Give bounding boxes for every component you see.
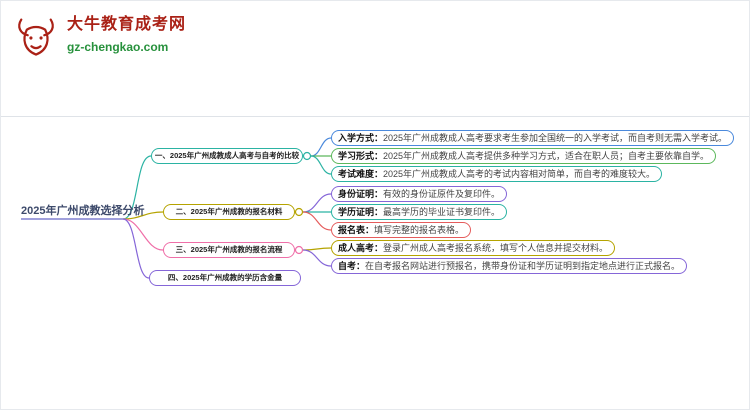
child-node[interactable]: 入学方式：2025年广州成教成人高考要求考生参加全国统一的入学考试，而自考则无需… (331, 130, 735, 146)
branch-label: 一、2025年广州成教成人高考与自考的比较 (154, 151, 300, 160)
child-node[interactable]: 报名表：填写完整的报名表格。 (331, 222, 472, 238)
logo-text-block: 大牛教育成考网 gz-chengkao.com (67, 15, 186, 54)
child-node[interactable]: 成人高考：登录广州成人高考报名系统，填写个人信息并提交材料。 (331, 240, 616, 256)
child-text: 有效的身份证原件及复印件。 (383, 189, 501, 199)
child-connector (302, 211, 332, 231)
site-name: 大牛教育成考网 (67, 16, 187, 33)
expand-toggle[interactable] (302, 151, 312, 161)
child-text: 2025年广州成教成人高考要求考生参加全国统一的入学考试，而自考则无需入学考试。 (383, 133, 728, 143)
child-text: 登录广州成人高考报名系统，填写个人信息并提交材料。 (383, 243, 609, 253)
child-text: 填写完整的报名表格。 (374, 225, 465, 235)
child-prefix: 学历证明： (338, 207, 384, 217)
expand-toggle[interactable] (294, 207, 304, 217)
branch-label: 三、2025年广州成教的报名流程 (175, 245, 283, 254)
child-node[interactable]: 身份证明：有效的身份证原件及复印件。 (331, 186, 508, 202)
child-text: 2025年广州成教成人高考提供多种学习方式，适合在职人员；自考主要依靠自学。 (383, 151, 710, 161)
child-connector (310, 137, 332, 157)
child-connector (302, 249, 332, 267)
branch-node-3[interactable]: 三、2025年广州成教的报名流程 (163, 242, 295, 258)
child-node[interactable]: 考试难度：2025年广州成教成人高考的考试内容相对简单，而自考的难度较大。 (331, 166, 663, 182)
branch-node-4[interactable]: 四、2025年广州成教的学历含金量 (149, 270, 301, 286)
child-node[interactable]: 学历证明：最高学历的毕业证书复印件。 (331, 204, 508, 220)
child-node[interactable]: 自考：在自考报名网站进行预报名，携带身份证和学历证明到指定地点进行正式报名。 (331, 258, 688, 274)
ox-logo-icon (18, 18, 54, 56)
child-prefix: 考试难度： (338, 169, 384, 179)
child-prefix: 身份证明： (338, 189, 384, 199)
child-prefix: 自考： (338, 261, 366, 271)
branch3-connector (122, 218, 164, 251)
site-url: gz-chengkao.com (67, 40, 169, 54)
child-connector (302, 247, 332, 251)
child-prefix: 成人高考： (338, 243, 384, 253)
child-text: 最高学历的毕业证书复印件。 (383, 207, 501, 217)
child-prefix: 入学方式： (338, 133, 384, 143)
child-node[interactable]: 学习形式：2025年广州成教成人高考提供多种学习方式，适合在职人员；自考主要依靠… (331, 148, 717, 164)
branch4-connector (122, 218, 150, 279)
branch-node-1[interactable]: 一、2025年广州成教成人高考与自考的比较 (151, 148, 303, 164)
child-prefix: 报名表： (338, 225, 375, 235)
child-connector (302, 193, 332, 213)
branch-node-2[interactable]: 二、2025年广州成教的报名材料 (163, 204, 295, 220)
child-connector (310, 155, 332, 175)
site-logo[interactable]: 大牛教育成考网 gz-chengkao.com (13, 15, 186, 61)
root-node[interactable]: 2025年广州成教选择分析 (21, 205, 145, 217)
child-text: 2025年广州成教成人高考的考试内容相对简单，而自考的难度较大。 (383, 169, 656, 179)
header-divider (1, 116, 749, 117)
child-text: 在自考报名网站进行预报名，携带身份证和学历证明到指定地点进行正式报名。 (365, 261, 681, 271)
expand-toggle[interactable] (294, 245, 304, 255)
child-prefix: 学习形式： (338, 151, 384, 161)
branch-label: 二、2025年广州成教的报名材料 (175, 207, 283, 216)
branch-label: 四、2025年广州成教的学历含金量 (167, 273, 283, 282)
